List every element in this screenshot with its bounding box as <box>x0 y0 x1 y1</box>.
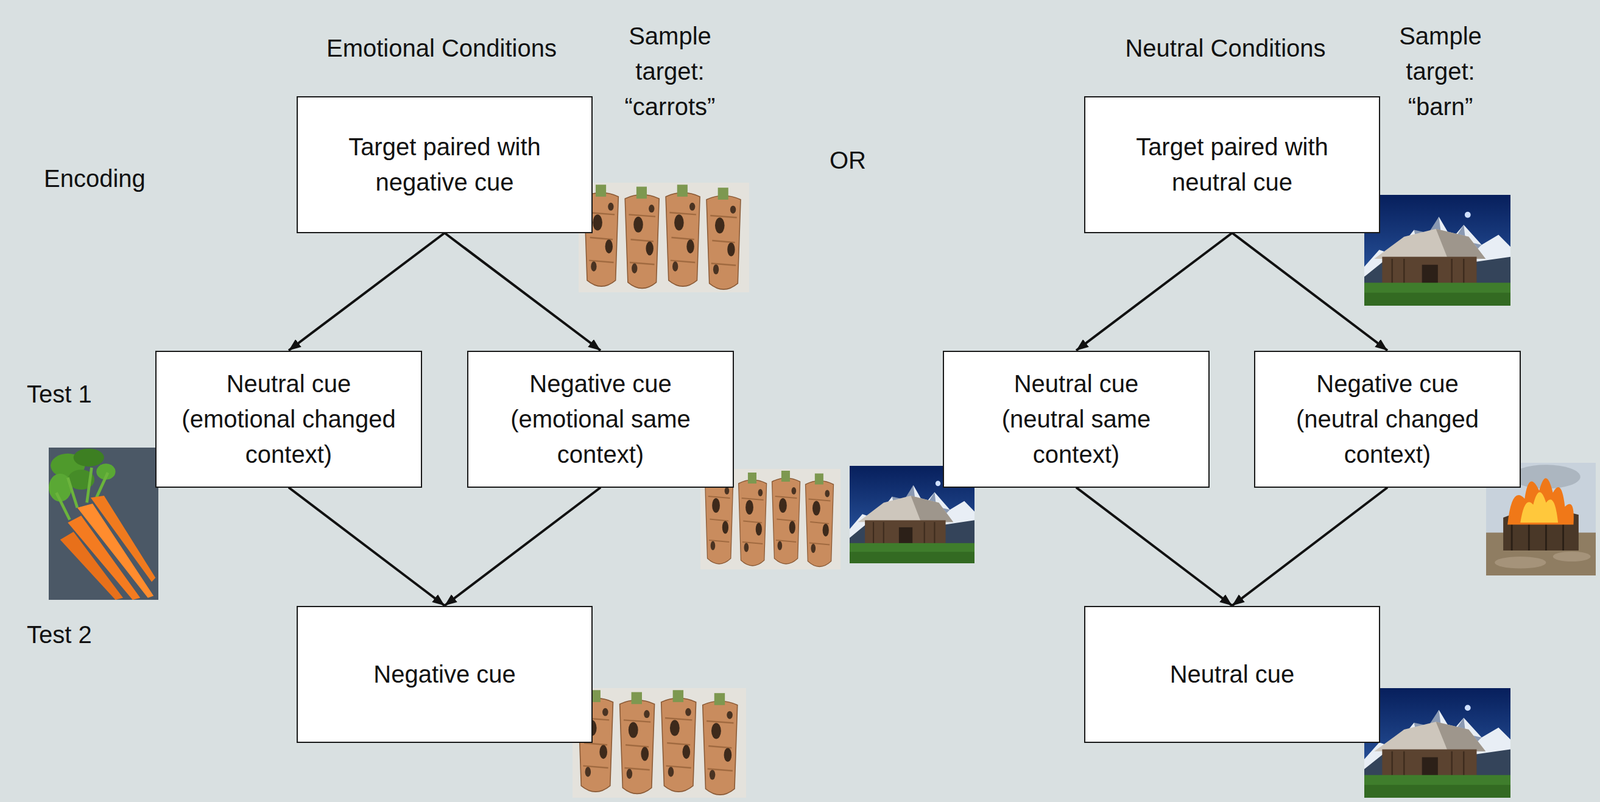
test-box: Negative cue (emotional same context) <box>467 350 734 488</box>
box-text: Target paired with neutral cue <box>1104 129 1361 200</box>
column-heading: Neutral Conditions <box>1124 30 1326 66</box>
arrow-connector <box>1232 487 1388 607</box>
test-box: Neutral cue (neutral same context) <box>942 350 1210 488</box>
test-box: Neutral cue <box>1084 606 1381 744</box>
arrow-connector <box>1232 233 1388 351</box>
box-text: Negative cue (emotional same context) <box>485 366 716 473</box>
box-text: Neutral cue (emotional changed context) <box>173 366 404 473</box>
arrow-connector <box>288 487 445 607</box>
sample-target-note: Sample target: “carrots” <box>609 18 731 125</box>
barn-photo <box>1364 688 1511 798</box>
box-text: Negative cue (neutral changed context) <box>1283 366 1491 473</box>
fresh-carrots-photo <box>48 447 159 600</box>
sample-target-note: Sample target: “barn” <box>1379 18 1502 125</box>
encoding-box: Target paired with neutral cue <box>1084 96 1381 234</box>
box-text: Negative cue <box>316 656 573 692</box>
box-text: Target paired with negative cue <box>316 129 573 200</box>
encoding-box: Target paired with negative cue <box>296 96 593 234</box>
rotten-carrots-photo <box>578 182 750 293</box>
box-text: Neutral cue <box>1104 656 1361 692</box>
barn-photo <box>1364 194 1511 306</box>
row-label: Test 2 <box>26 616 92 653</box>
arrow-connector <box>1076 487 1233 607</box>
rotten-carrots-photo <box>572 688 747 798</box>
separator-word: OR <box>829 142 867 178</box>
row-label: Test 1 <box>26 376 92 412</box>
test-box: Neutral cue (emotional changed context) <box>155 350 423 488</box>
row-label: Encoding <box>43 160 146 197</box>
test-box: Negative cue (neutral changed context) <box>1254 350 1521 488</box>
arrow-connector <box>1076 233 1233 351</box>
arrow-connector <box>288 233 445 351</box>
arrow-connector <box>444 487 601 607</box>
box-text: Neutral cue (neutral same context) <box>972 366 1180 473</box>
column-heading: Emotional Conditions <box>326 30 557 66</box>
arrow-connector <box>444 233 601 351</box>
test-box: Negative cue <box>296 606 593 744</box>
